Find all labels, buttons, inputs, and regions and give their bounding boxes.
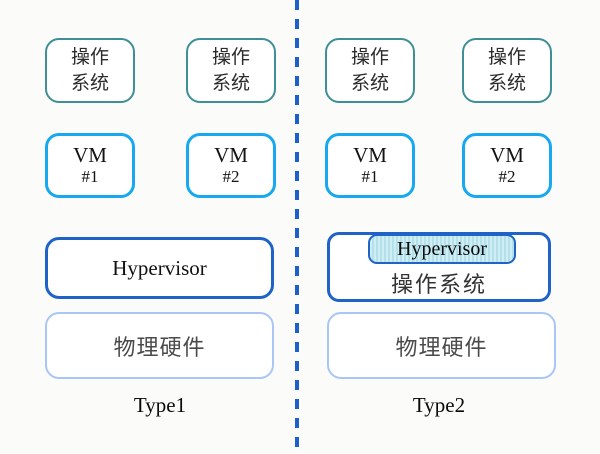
panel-caption-type1: Type1 [133,393,187,417]
guest-os-box: 操作 系统 [462,38,552,103]
vm-label: VM [353,143,387,168]
hardware-box: 物理硬件 [327,312,556,379]
guest-os-box: 操作 系统 [45,38,135,103]
guest-os-label-line1: 操作 [350,46,389,68]
vm-number-label: #1 [361,167,379,187]
guest-os-label-line2: 系统 [487,72,526,94]
vm-number-label: #1 [81,167,99,187]
hypervisor-label: Hypervisor [397,237,487,260]
vm-label: VM [73,143,107,168]
vm-box: VM #2 [186,133,276,198]
vm-box: VM #2 [462,133,552,198]
hypervisor-box: Hypervisor [45,237,274,299]
vm-label: VM [490,143,524,168]
vm-number-label: #2 [222,167,240,187]
host-os-label: 操作系统 [390,272,487,297]
host-os-with-hypervisor-box: Hypervisor 操作系统 [327,232,551,302]
guest-os-box: 操作 系统 [186,38,276,103]
vm-number-label: #2 [498,167,516,187]
vm-label: VM [214,143,248,168]
guest-os-label-line2: 系统 [350,72,389,94]
hardware-label: 物理硬件 [395,334,488,360]
guest-os-label-line2: 系统 [211,72,250,94]
hardware-label: 物理硬件 [113,334,206,360]
guest-os-label-line2: 系统 [70,72,109,94]
vm-box: VM #1 [325,133,415,198]
guest-os-label-line1: 操作 [70,46,109,68]
panel-caption-type2: Type2 [412,393,466,417]
divider-dashed-line [295,0,299,454]
guest-os-box: 操作 系统 [325,38,415,103]
guest-os-label-line1: 操作 [487,46,526,68]
guest-os-label-line1: 操作 [211,46,250,68]
hypervisor-inner-box: Hypervisor [368,234,516,264]
vm-box: VM #1 [45,133,135,198]
hardware-box: 物理硬件 [45,312,274,379]
hypervisor-label: Hypervisor [112,255,207,280]
